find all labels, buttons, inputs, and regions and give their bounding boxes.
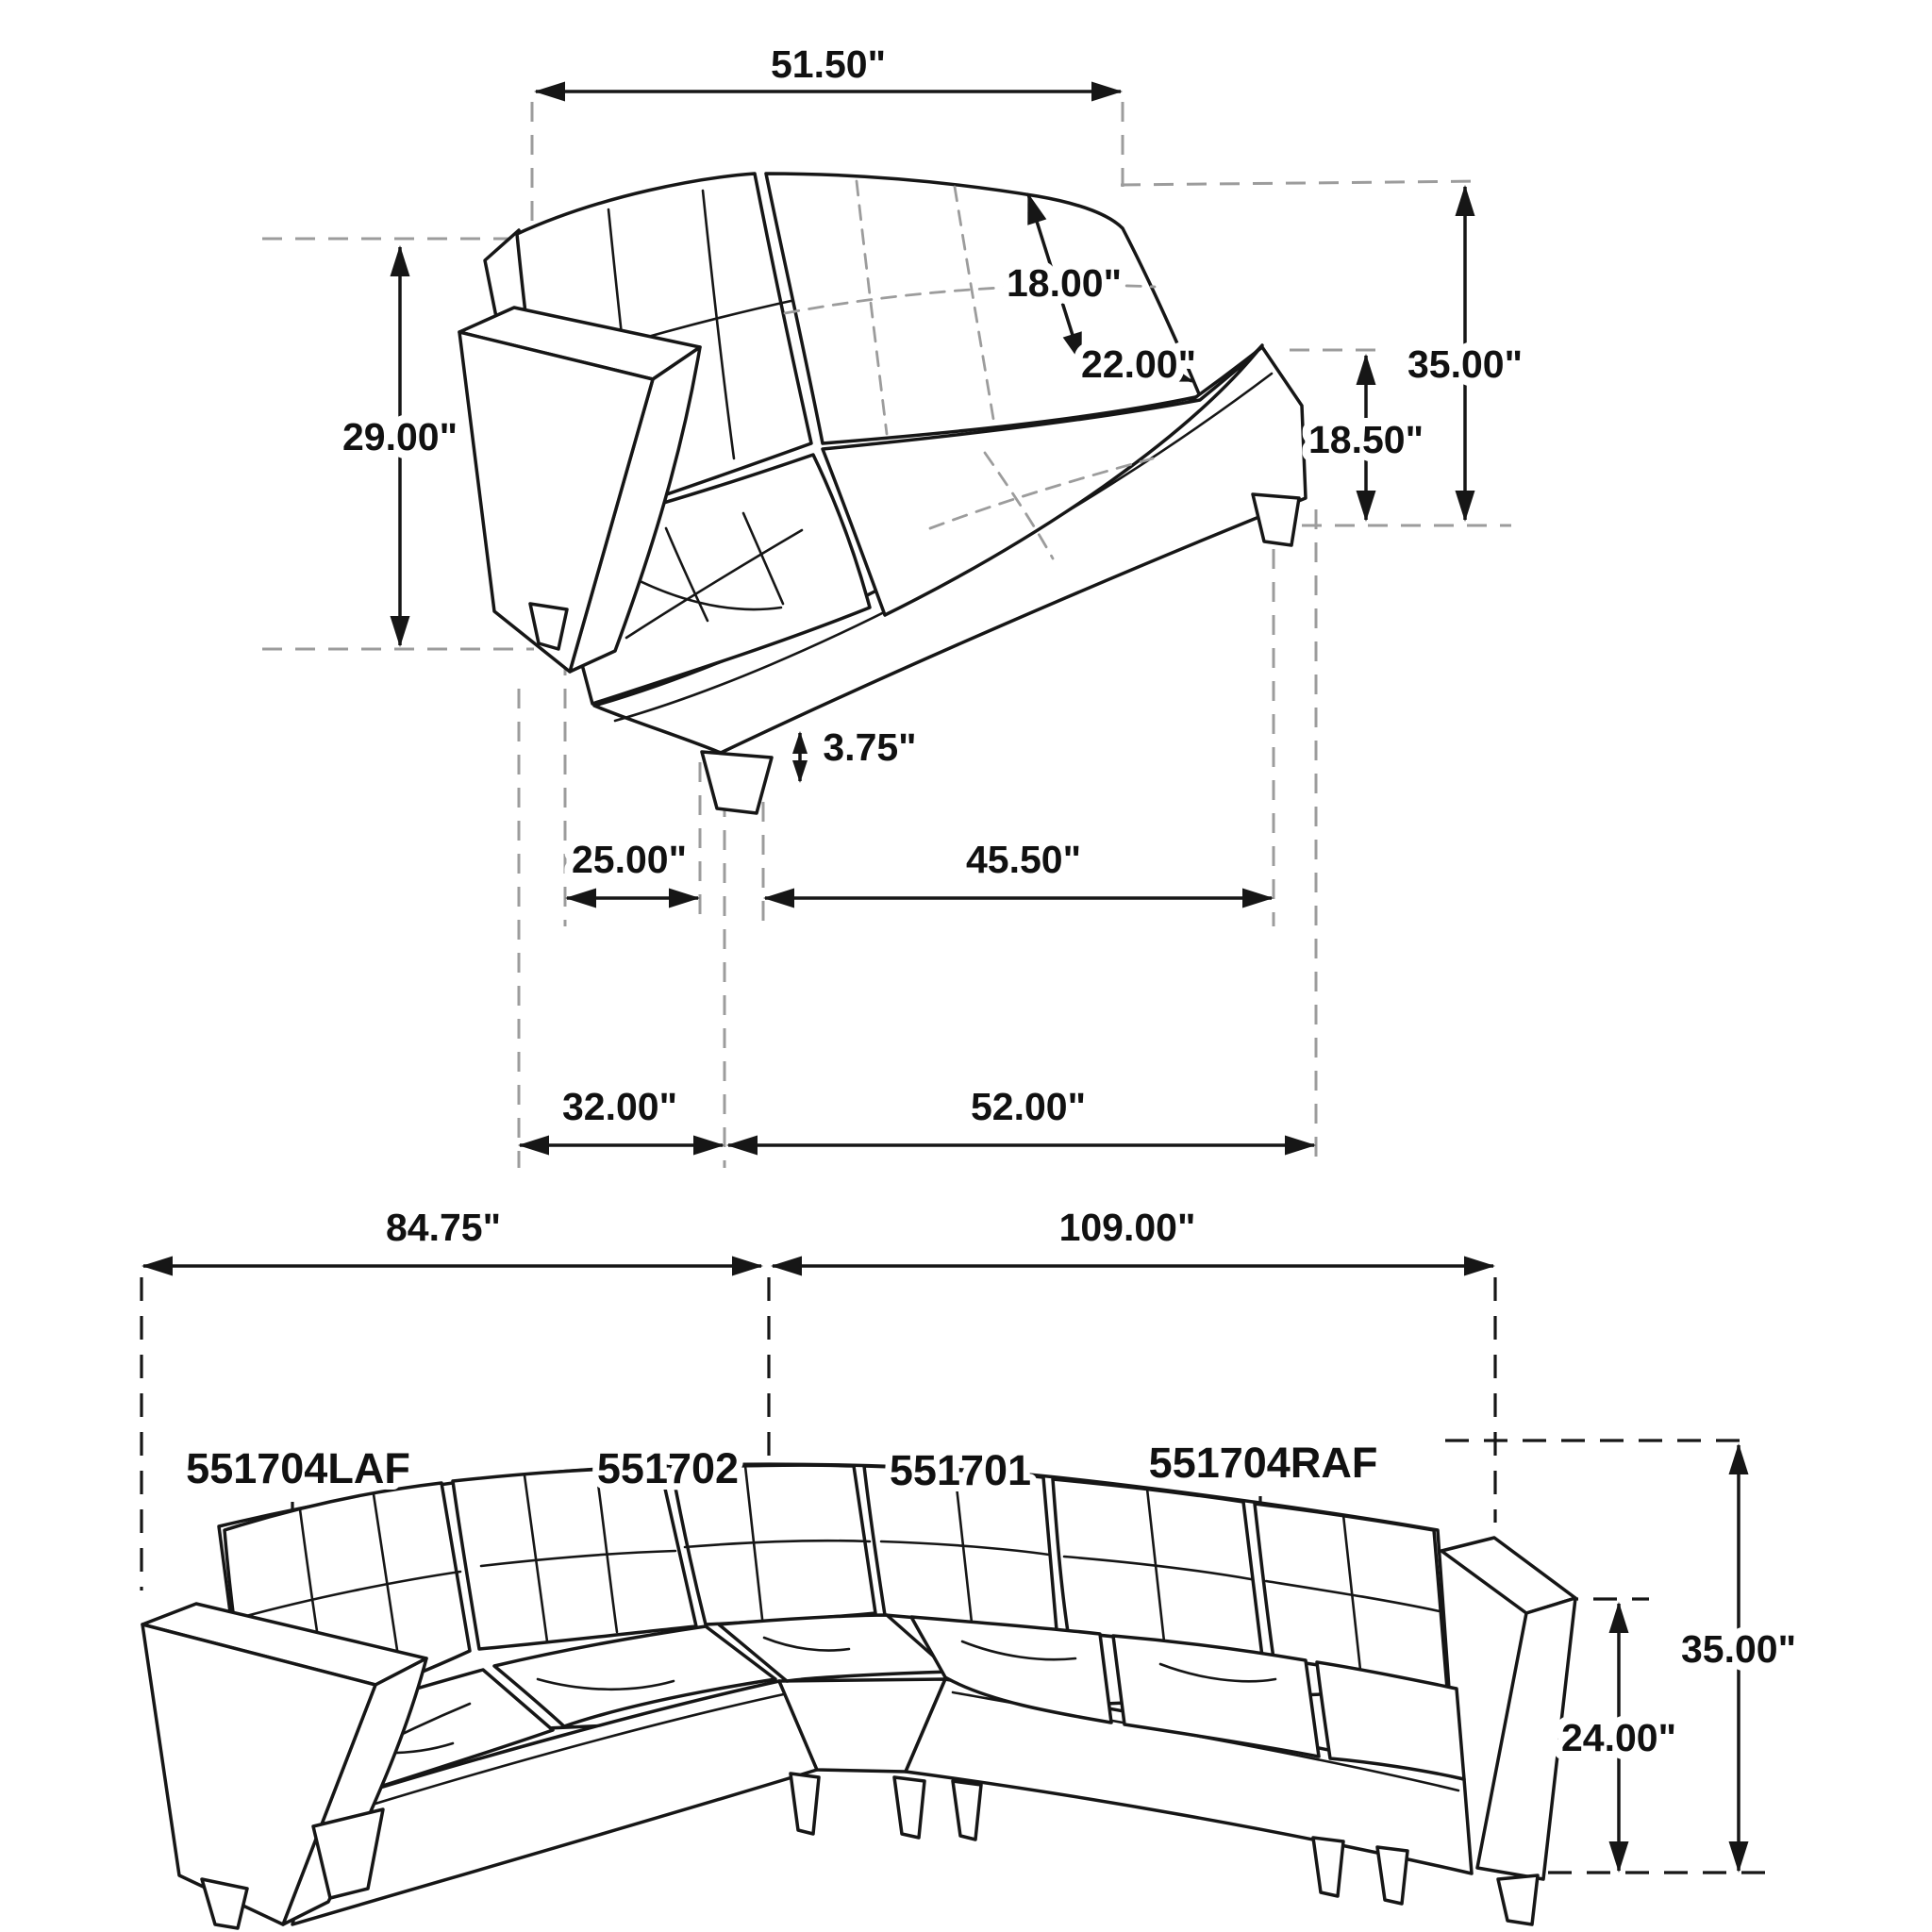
dim-label-front-width: 52.00": [971, 1085, 1086, 1128]
tuft-line-hidden: [928, 457, 1155, 530]
sectional-drawing: [141, 1462, 1577, 1930]
sectional-part-labels: 551704LAF 551702 551701 551704RAF: [179, 1432, 1384, 1501]
dim-label-arm-height: 24.00": [1561, 1716, 1676, 1759]
dim-label-side-depth: 32.00": [562, 1085, 677, 1128]
dim-label-overall-height: 35.00": [1407, 342, 1523, 386]
tuft-line: [1264, 1579, 1441, 1613]
dim-right-side-width: 109.00": [771, 1197, 1495, 1276]
tuft-line: [664, 526, 709, 623]
sectional-seat-cushion-3: [909, 1615, 1113, 1724]
loveseat-leg-right: [1251, 492, 1301, 547]
sectional-leg-corner-2: [892, 1775, 926, 1840]
tuft-line-hidden: [983, 451, 1055, 560]
dim-leg-height: 3.75": [792, 717, 925, 783]
dim-overall-width: 51.50": [534, 34, 1123, 102]
dim-side-depth: 32.00": [518, 1076, 724, 1156]
tuft-line: [879, 1540, 1051, 1557]
tuft-line: [701, 189, 736, 460]
tuft-line: [1062, 1555, 1253, 1581]
dim-label-sectional-height: 35.00": [1681, 1627, 1796, 1671]
dim-back-height: 29.00": [334, 245, 466, 647]
tuft-line-hidden: [953, 185, 996, 426]
part-label-551704LAF: 551704LAF: [186, 1444, 410, 1492]
part-label-551701: 551701: [890, 1446, 1031, 1494]
dim-front-width: 52.00": [726, 1076, 1316, 1156]
tuft-line-hidden: [783, 284, 1157, 315]
loveseat-seat-cushion-right: [821, 343, 1264, 617]
tuft-line: [234, 1570, 462, 1621]
sectional-seat-cushion-corner: [717, 1613, 953, 1683]
dim-label-back-height: 29.00": [342, 415, 458, 458]
dim-label-back-cushion: 18.00": [1007, 261, 1122, 305]
sectional-figure: 84.75" 109.00" 35.00" 24.00" 551704LAF 5…: [140, 1197, 1805, 1930]
tuft-line: [1158, 1662, 1277, 1683]
dim-label-seat-depth: 22.00": [1081, 342, 1196, 386]
dim-label-front-leg-span: 25.00": [572, 838, 687, 881]
sectional-right-arm-front: [1475, 1596, 1577, 1881]
sectional-back-cushion-3: [1051, 1477, 1264, 1658]
dim-seat-front-width: 45.50": [763, 829, 1274, 908]
dim-sectional-height: 35.00": [1673, 1443, 1805, 1873]
sectional-leg-arm-left: [200, 1877, 249, 1930]
tuft-line-hidden: [855, 179, 889, 436]
loveseat-arm-inner: [568, 345, 702, 674]
sectional-seat-cushion-2: [492, 1624, 777, 1728]
loveseat-leg-back-left: [528, 602, 569, 651]
dim-line-back-cushion: [1026, 192, 1083, 364]
sectional-leg-arm-right: [1496, 1874, 1540, 1926]
sectional-back-cushion-2: [451, 1466, 698, 1651]
dim-front-leg-span: 25.00": [563, 829, 700, 908]
dim-label-overall-width: 51.50": [771, 42, 886, 86]
dim-label-left-side-width: 84.75": [386, 1206, 501, 1249]
sectional-leg-corner-1: [789, 1772, 821, 1836]
sectional-right-arm-top: [1440, 1536, 1577, 1615]
loveseat-figure: 51.50" 18.00" 22.00" 29.00" 35.00" 18.50…: [262, 34, 1531, 1168]
dim-left-side-width: 84.75": [142, 1197, 763, 1276]
tuft-line: [625, 528, 804, 640]
loveseat-arm-outer: [458, 330, 655, 674]
tuft-line: [683, 1539, 872, 1549]
part-label-551702: 551702: [597, 1444, 739, 1492]
dim-label-leg-height: 3.75": [823, 725, 916, 769]
loveseat-drawing: [458, 172, 1307, 815]
sectional-leg-right-1: [1311, 1836, 1345, 1898]
sectional-dimensions: 84.75" 109.00" 35.00" 24.00": [142, 1197, 1805, 1873]
tuft-line: [741, 511, 785, 606]
sectional-left-arm-outer: [141, 1623, 377, 1926]
tuft-line: [762, 1636, 851, 1652]
part-label-551704RAF: 551704RAF: [1149, 1439, 1378, 1487]
dim-overall-height: 35.00": [1399, 185, 1531, 522]
tuft-line: [960, 1640, 1077, 1661]
dim-seat-height: 18.50": [1300, 354, 1432, 522]
guide-height-top: [1120, 179, 1484, 187]
sectional-seat-cushion-5: [1315, 1660, 1466, 1781]
dim-label-right-side-width: 109.00": [1059, 1206, 1196, 1249]
base-rail-line: [330, 1690, 794, 1819]
loveseat-reference-guides: [262, 102, 1511, 1168]
loveseat-leg-front: [700, 750, 774, 815]
dim-line-seat-depth: [1085, 345, 1194, 383]
tuft-line: [479, 1549, 677, 1568]
sectional-left-arm-inner: [281, 1657, 428, 1926]
tuft-line: [594, 1468, 619, 1634]
dim-label-seat-height: 18.50": [1308, 418, 1424, 461]
sectional-leg-right-2: [1375, 1845, 1409, 1906]
loveseat-back-cushion-right: [764, 172, 1202, 445]
dim-label-seat-front-width: 45.50": [966, 838, 1081, 881]
dim-back-cushion: 18.00": [998, 192, 1130, 364]
tuft-line: [536, 1677, 675, 1691]
tuft-line: [1341, 1513, 1362, 1672]
dim-seat-depth: 22.00": [1073, 334, 1205, 394]
dim-arm-height: 24.00": [1553, 1602, 1685, 1873]
sectional-leg-front-left: [311, 1807, 385, 1900]
sectional-leg-corner-3: [951, 1779, 983, 1841]
loveseat-dimensions: 51.50" 18.00" 22.00" 29.00" 35.00" 18.50…: [334, 34, 1531, 1156]
